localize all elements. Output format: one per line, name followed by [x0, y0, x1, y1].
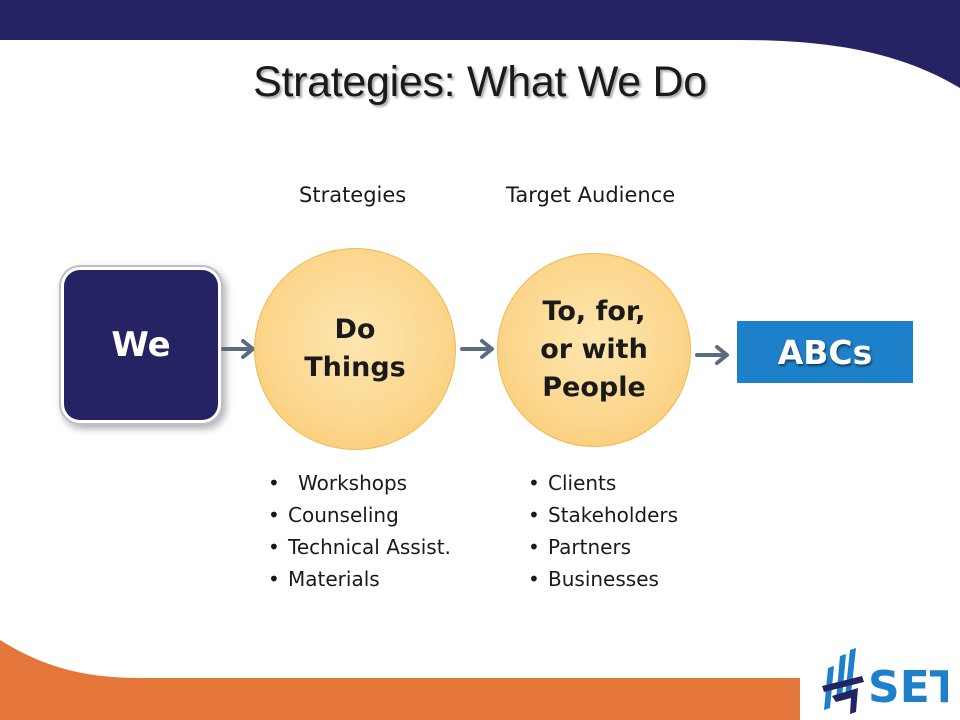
list-item: Counseling	[268, 499, 451, 531]
top-navy-band	[0, 0, 960, 88]
list-item: Materials	[268, 563, 451, 595]
arrow-right-icon	[695, 345, 729, 365]
list-item: Technical Assist.	[268, 531, 451, 563]
to-for-with-line2: or with	[540, 334, 648, 366]
to-for-with-line3: People	[542, 371, 646, 403]
we-label: We	[111, 325, 171, 365]
do-things-line1: Do	[334, 314, 376, 346]
list-item: Stakeholders	[528, 499, 678, 531]
slide-title: Strategies: What We Do	[253, 58, 707, 106]
set-logo-icon: SET	[822, 648, 948, 714]
do-things-line2: Things	[304, 352, 406, 383]
list-item: Businesses	[528, 563, 678, 595]
arrow-right-icon	[460, 339, 494, 359]
strategies-bullet-list: Workshops Counseling Technical Assist. M…	[268, 467, 451, 595]
arrow-right-icon	[221, 339, 255, 359]
we-box: We	[64, 270, 218, 420]
abcs-label: ABCs	[777, 332, 873, 372]
abcs-box: ABCs	[737, 321, 913, 383]
to-for-with-line1: To, for,	[542, 296, 646, 328]
do-things-circle: Do Things	[254, 248, 456, 450]
column-header-target-audience: Target Audience	[506, 183, 676, 207]
logo-text: SET	[868, 662, 948, 713]
to-for-with-people-circle: To, for, or with People	[497, 253, 691, 447]
list-item: Clients	[528, 467, 678, 499]
list-item: Partners	[528, 531, 678, 563]
list-item: Workshops	[268, 467, 451, 499]
audience-bullet-list: Clients Stakeholders Partners Businesses	[528, 467, 678, 595]
column-header-strategies: Strategies	[299, 183, 407, 207]
bottom-orange-band	[0, 640, 800, 720]
